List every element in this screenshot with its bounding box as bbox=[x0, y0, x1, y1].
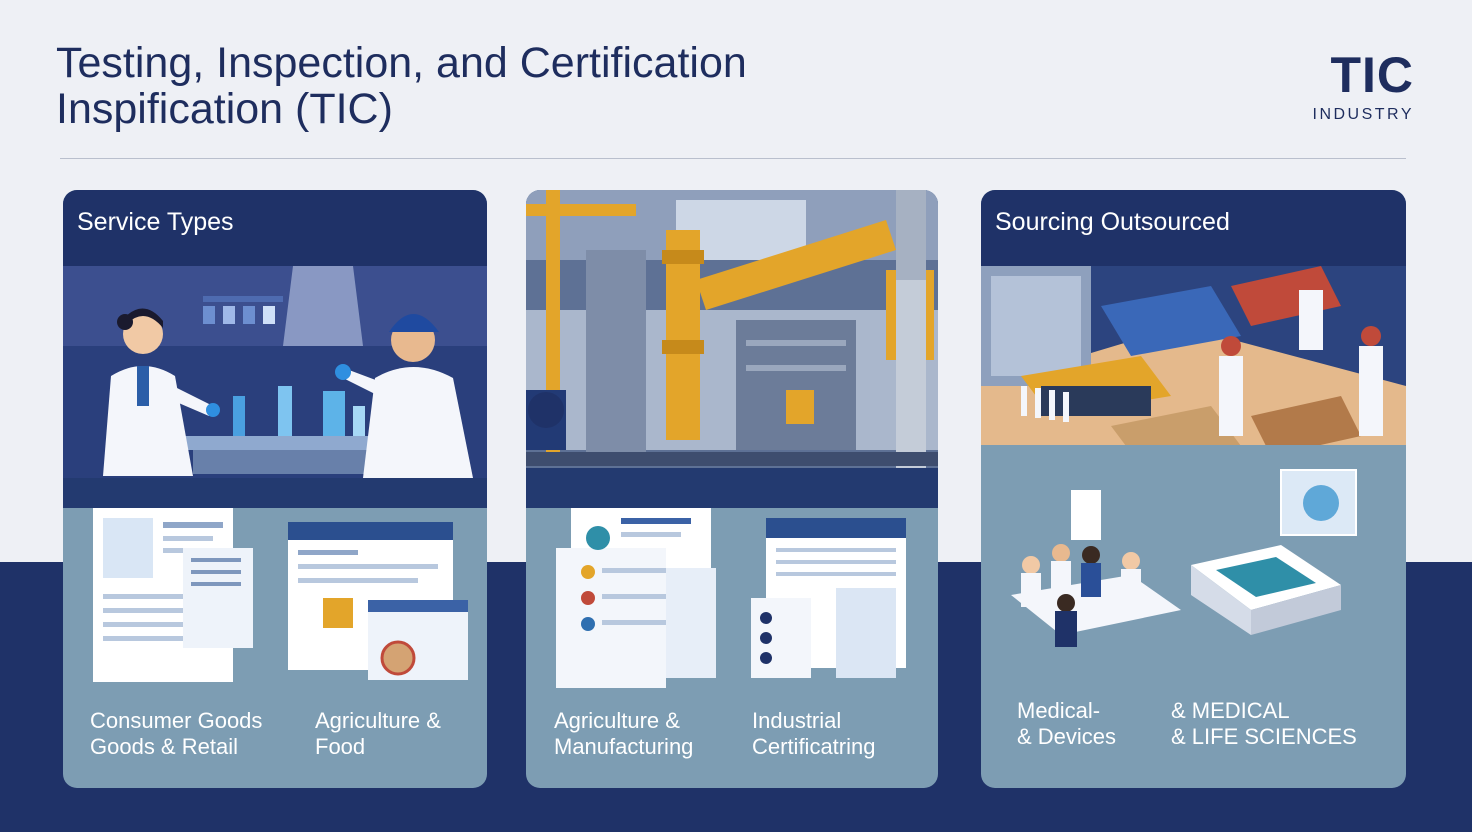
service-documents-illustration bbox=[93, 508, 468, 682]
card-label-2-line-2: Food bbox=[315, 734, 366, 759]
card-industrial: Agriculture & Manufacturing Industrial C… bbox=[526, 190, 938, 788]
card-label-2: Industrial Certificatring bbox=[752, 708, 875, 760]
card-mid-band bbox=[526, 468, 938, 508]
lab-scientists-illustration bbox=[63, 266, 487, 508]
card-label-1-line-1: Agriculture & bbox=[554, 708, 680, 733]
card-label-2-line-1: & MEDICAL bbox=[1171, 698, 1290, 723]
card-label-1-line-2: & Devices bbox=[1017, 724, 1117, 749]
card-label-1: Agriculture & Manufacturing bbox=[554, 708, 693, 760]
card-service-types: Service Types bbox=[63, 190, 487, 788]
card-mid-band bbox=[63, 478, 487, 508]
card-label-2: Agriculture & Food bbox=[315, 708, 441, 760]
card-header: Sourcing Outsourced bbox=[981, 190, 1406, 266]
page-title: Testing, Inspection, and Certification I… bbox=[56, 40, 747, 132]
card-label-1-line-2: Manufacturing bbox=[554, 734, 694, 759]
medical-lab-illustration bbox=[981, 445, 1406, 685]
card-label-2: & MEDICAL & LIFE SCIENCES bbox=[1171, 698, 1357, 750]
card-header: Service Types bbox=[63, 190, 487, 266]
card-label-1: Consumer Goods Goods & Retail bbox=[90, 708, 262, 760]
card-label-1-line-1: Medical- bbox=[1017, 698, 1101, 723]
card-sourcing-outsourced: Sourcing Outsourced bbox=[981, 190, 1406, 788]
logo-main-text: TIC bbox=[1330, 47, 1414, 103]
tic-logo: TIC INDUSTRY bbox=[1313, 50, 1415, 124]
card-label-2-line-1: Agriculture & bbox=[315, 708, 441, 733]
card-title: Sourcing Outsourced bbox=[995, 208, 1230, 236]
industrial-documents-illustration bbox=[556, 508, 906, 688]
header-divider bbox=[60, 158, 1406, 159]
card-label-1-line-1: Consumer Goods bbox=[90, 708, 263, 733]
card-label-1: Medical- & Devices bbox=[1017, 698, 1116, 750]
card-label-2-line-2: & LIFE SCIENCES bbox=[1171, 724, 1357, 749]
card-label-1-line-2: Goods & Retail bbox=[90, 734, 238, 759]
logo-sub-text: INDUSTRY bbox=[1312, 106, 1414, 123]
page-title-line-1: Testing, Inspection, and Certification bbox=[56, 39, 747, 87]
factory-machinery-illustration bbox=[526, 190, 938, 508]
card-title: Service Types bbox=[77, 208, 234, 236]
card-label-2-line-1: Industrial bbox=[752, 708, 842, 733]
card-label-2-line-2: Certificatring bbox=[752, 734, 876, 759]
page-title-line-2: Inspification (TIC) bbox=[56, 85, 393, 133]
